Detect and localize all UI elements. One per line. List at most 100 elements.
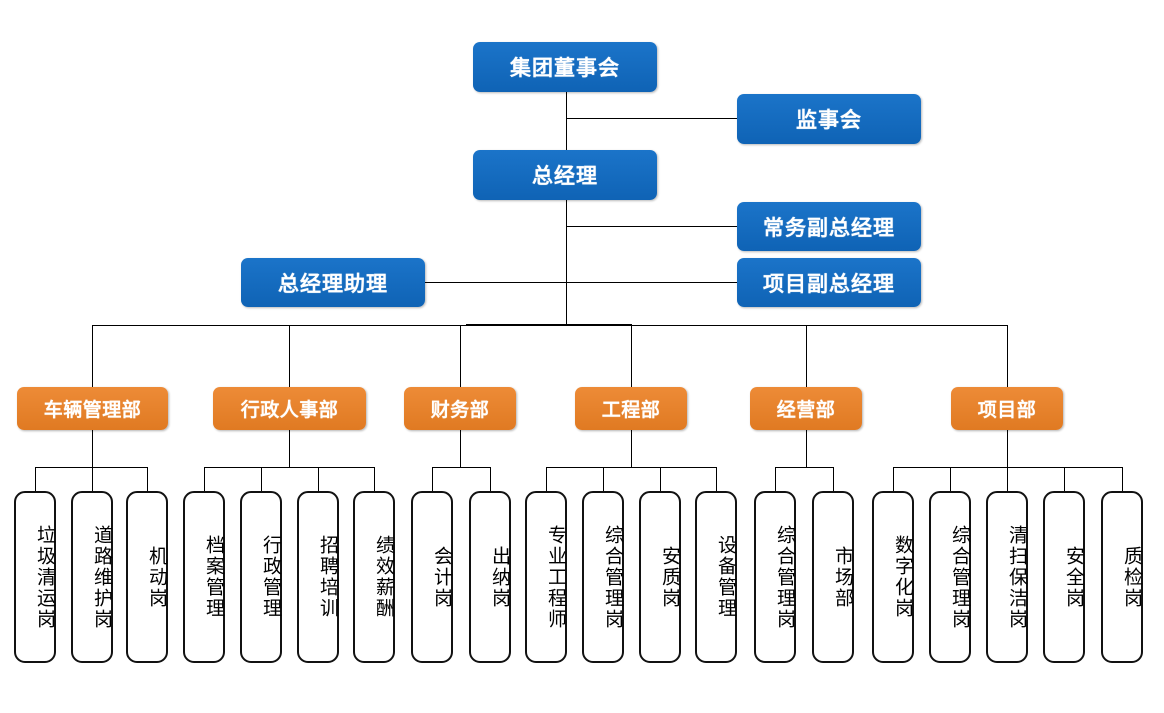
connector-stem-dept-6 (1007, 430, 1008, 467)
connector-drop-post-10 (546, 467, 547, 491)
node-label: 行政人事部 (240, 400, 339, 421)
connector-drop-post-5 (261, 467, 262, 491)
node-label: 综合管理岗 (602, 524, 623, 630)
node-label: 档案管理 (203, 535, 224, 619)
node-department-finance[interactable]: 财务部 (404, 387, 516, 430)
node-department-engineering[interactable]: 工程部 (575, 387, 687, 430)
node-gm-assistant[interactable]: 总经理助理 (241, 258, 425, 307)
connector-drop-post-14 (775, 467, 776, 491)
node-post-general-management-operations[interactable]: 综合管理岗 (754, 491, 796, 663)
node-label: 清扫保洁岗 (1006, 524, 1027, 630)
node-executive-deputy-gm[interactable]: 常务副总经理 (737, 202, 921, 251)
connector-subbus-dept-2 (204, 467, 374, 468)
connector-gm-down (566, 199, 567, 326)
node-post-general-management-project[interactable]: 综合管理岗 (929, 491, 971, 663)
connector-drop-dept-2 (289, 325, 290, 387)
node-department-project[interactable]: 项目部 (951, 387, 1063, 430)
node-post-quality-inspection[interactable]: 质检岗 (1101, 491, 1143, 663)
node-label: 项目部 (977, 400, 1037, 421)
connector-drop-dept-4 (631, 325, 632, 387)
connector-drop-post-17 (950, 467, 951, 491)
connector-subbus-dept-4 (546, 467, 716, 468)
node-label: 车辆管理部 (43, 400, 142, 421)
node-post-cashier[interactable]: 出纳岗 (469, 491, 511, 663)
node-label: 综合管理岗 (774, 524, 795, 630)
node-label: 出纳岗 (489, 545, 510, 609)
node-label: 总经理 (532, 165, 598, 188)
node-post-marketing[interactable]: 市场部 (812, 491, 854, 663)
node-post-recruitment-training[interactable]: 招聘培训 (297, 491, 339, 663)
node-supervisory-board[interactable]: 监事会 (737, 94, 921, 144)
connector-subbus-dept-1 (35, 467, 147, 468)
connector-drop-post-4 (204, 467, 205, 491)
node-post-safety-quality[interactable]: 安质岗 (639, 491, 681, 663)
node-post-mobile-duty[interactable]: 机动岗 (126, 491, 168, 663)
node-label: 绩效薪酬 (373, 535, 394, 619)
node-label: 总经理助理 (278, 272, 388, 296)
node-label: 安质岗 (659, 545, 680, 609)
node-label: 道路维护岗 (91, 524, 112, 630)
node-label: 安全岗 (1063, 545, 1084, 609)
node-label: 数字化岗 (892, 535, 913, 619)
node-post-administration[interactable]: 行政管理 (240, 491, 282, 663)
connector-drop-post-11 (603, 467, 604, 491)
node-label: 设备管理 (715, 535, 736, 619)
connector-subbus-dept-3 (432, 467, 490, 468)
node-post-archive-management[interactable]: 档案管理 (183, 491, 225, 663)
node-label: 垃圾清运岗 (34, 524, 55, 630)
connector-drop-post-13 (716, 467, 717, 491)
node-post-performance-compensation[interactable]: 绩效薪酬 (353, 491, 395, 663)
connector-drop-post-2 (92, 467, 93, 491)
node-department-admin-hr[interactable]: 行政人事部 (213, 387, 366, 430)
connector-stem-dept-1 (92, 430, 93, 467)
connector-drop-post-3 (147, 467, 148, 491)
node-label: 常务副总经理 (763, 216, 895, 240)
node-label: 市场部 (832, 545, 853, 609)
connector-drop-post-15 (833, 467, 834, 491)
node-general-manager[interactable]: 总经理 (473, 150, 657, 200)
node-post-garbage-transport[interactable]: 垃圾清运岗 (14, 491, 56, 663)
node-label: 行政管理 (260, 535, 281, 619)
node-label: 集团董事会 (510, 57, 620, 80)
connector-department-bus-emphasis (466, 324, 632, 326)
node-post-road-maintenance[interactable]: 道路维护岗 (71, 491, 113, 663)
node-board-of-directors[interactable]: 集团董事会 (473, 42, 657, 92)
node-label: 综合管理岗 (949, 524, 970, 630)
connector-drop-post-20 (1122, 467, 1123, 491)
node-post-digitalization[interactable]: 数字化岗 (872, 491, 914, 663)
connector-drop-dept-5 (806, 325, 807, 387)
node-label: 工程部 (601, 400, 661, 421)
connector-drop-post-9 (490, 467, 491, 491)
node-department-vehicle-management[interactable]: 车辆管理部 (17, 387, 168, 430)
node-post-general-management-engineering[interactable]: 综合管理岗 (582, 491, 624, 663)
node-label: 经营部 (776, 400, 836, 421)
connector-stem-dept-4 (631, 430, 632, 467)
connector-board-to-supervisory (566, 118, 737, 119)
node-label: 专业工程师 (545, 524, 566, 630)
connector-board-to-gm (566, 91, 567, 150)
connector-drop-post-7 (374, 467, 375, 491)
node-label: 机动岗 (146, 545, 167, 609)
connector-drop-post-8 (432, 467, 433, 491)
connector-stem-dept-3 (460, 430, 461, 467)
node-project-deputy-gm[interactable]: 项目副总经理 (737, 258, 921, 307)
connector-drop-dept-6 (1007, 325, 1008, 387)
node-label: 质检岗 (1121, 545, 1142, 609)
connector-drop-post-6 (318, 467, 319, 491)
node-post-equipment-management[interactable]: 设备管理 (695, 491, 737, 663)
node-post-accounting[interactable]: 会计岗 (411, 491, 453, 663)
node-post-professional-engineer[interactable]: 专业工程师 (525, 491, 567, 663)
node-label: 招聘培训 (317, 535, 338, 619)
connector-drop-dept-3 (460, 325, 461, 387)
connector-drop-post-18 (1007, 467, 1008, 491)
connector-stem-dept-2 (289, 430, 290, 467)
node-label: 财务部 (430, 400, 490, 421)
connector-drop-post-1 (35, 467, 36, 491)
node-label: 会计岗 (431, 545, 452, 609)
connector-gm-to-project-deputy (566, 282, 737, 283)
node-post-safety[interactable]: 安全岗 (1043, 491, 1085, 663)
node-department-operations[interactable]: 经营部 (750, 387, 862, 430)
connector-drop-dept-1 (92, 325, 93, 387)
node-post-cleaning-sanitation[interactable]: 清扫保洁岗 (986, 491, 1028, 663)
